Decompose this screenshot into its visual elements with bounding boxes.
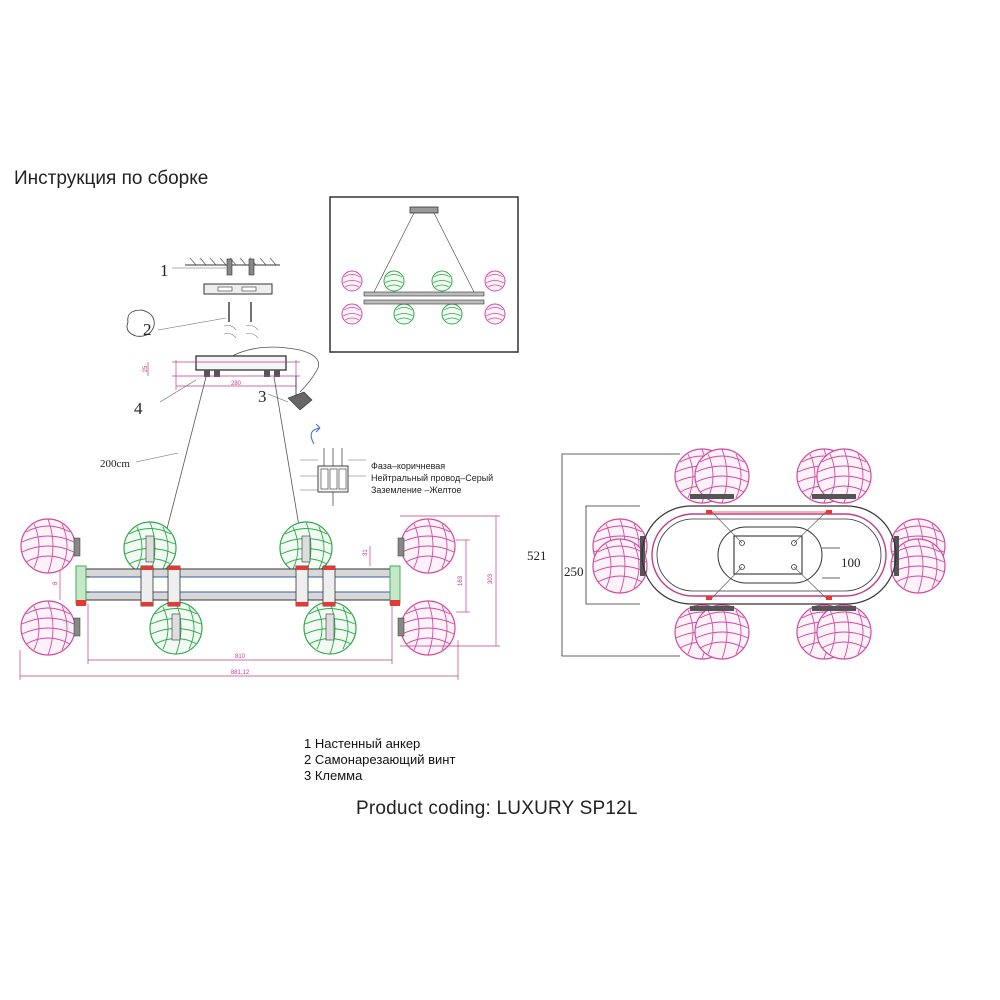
cable-length-label: 200cm xyxy=(100,458,130,470)
dim-total: 521 xyxy=(527,548,547,563)
product-coding: Product coding: LUXURY SP12L xyxy=(356,798,638,819)
svg-text:31: 31 xyxy=(363,549,369,556)
callout-4: 4 xyxy=(134,399,143,418)
dim-inner: 250 xyxy=(564,564,584,579)
inset-preview xyxy=(329,196,519,353)
callout-1: 1 xyxy=(160,261,169,280)
wiring-ground: Заземление –Желтое xyxy=(371,485,462,495)
svg-text:810: 810 xyxy=(235,654,246,660)
cable-left xyxy=(159,376,207,557)
svg-text:163: 163 xyxy=(458,575,464,586)
callout-3: 3 xyxy=(258,387,267,406)
mounting-assembly: 280 25 xyxy=(126,257,319,411)
front-view: 810 881,12 303 163 31 8 xyxy=(19,515,500,680)
wiring-neutral: Нейтральный провод–Серый xyxy=(371,473,493,483)
svg-text:25: 25 xyxy=(143,365,149,372)
callout-2: 2 xyxy=(143,320,152,339)
wiring-terminal xyxy=(300,423,366,506)
wiring-phase: Фаза–коричневая xyxy=(371,461,445,471)
dim-plate: 100 xyxy=(841,555,861,570)
svg-text:881,12: 881,12 xyxy=(231,670,250,676)
legend-item: 2 Самонарезающий винт xyxy=(304,752,456,767)
top-view xyxy=(561,448,946,660)
legend-item: 3 Клемма xyxy=(304,768,363,783)
svg-text:280: 280 xyxy=(231,381,242,387)
page-title: Инструкция по сборке xyxy=(14,168,209,189)
parts-legend: 1 Настенный анкер 2 Самонарезающий винт … xyxy=(304,736,455,784)
svg-text:303: 303 xyxy=(488,573,494,584)
svg-text:8: 8 xyxy=(53,581,59,585)
legend-item: 1 Настенный анкер xyxy=(304,736,421,751)
